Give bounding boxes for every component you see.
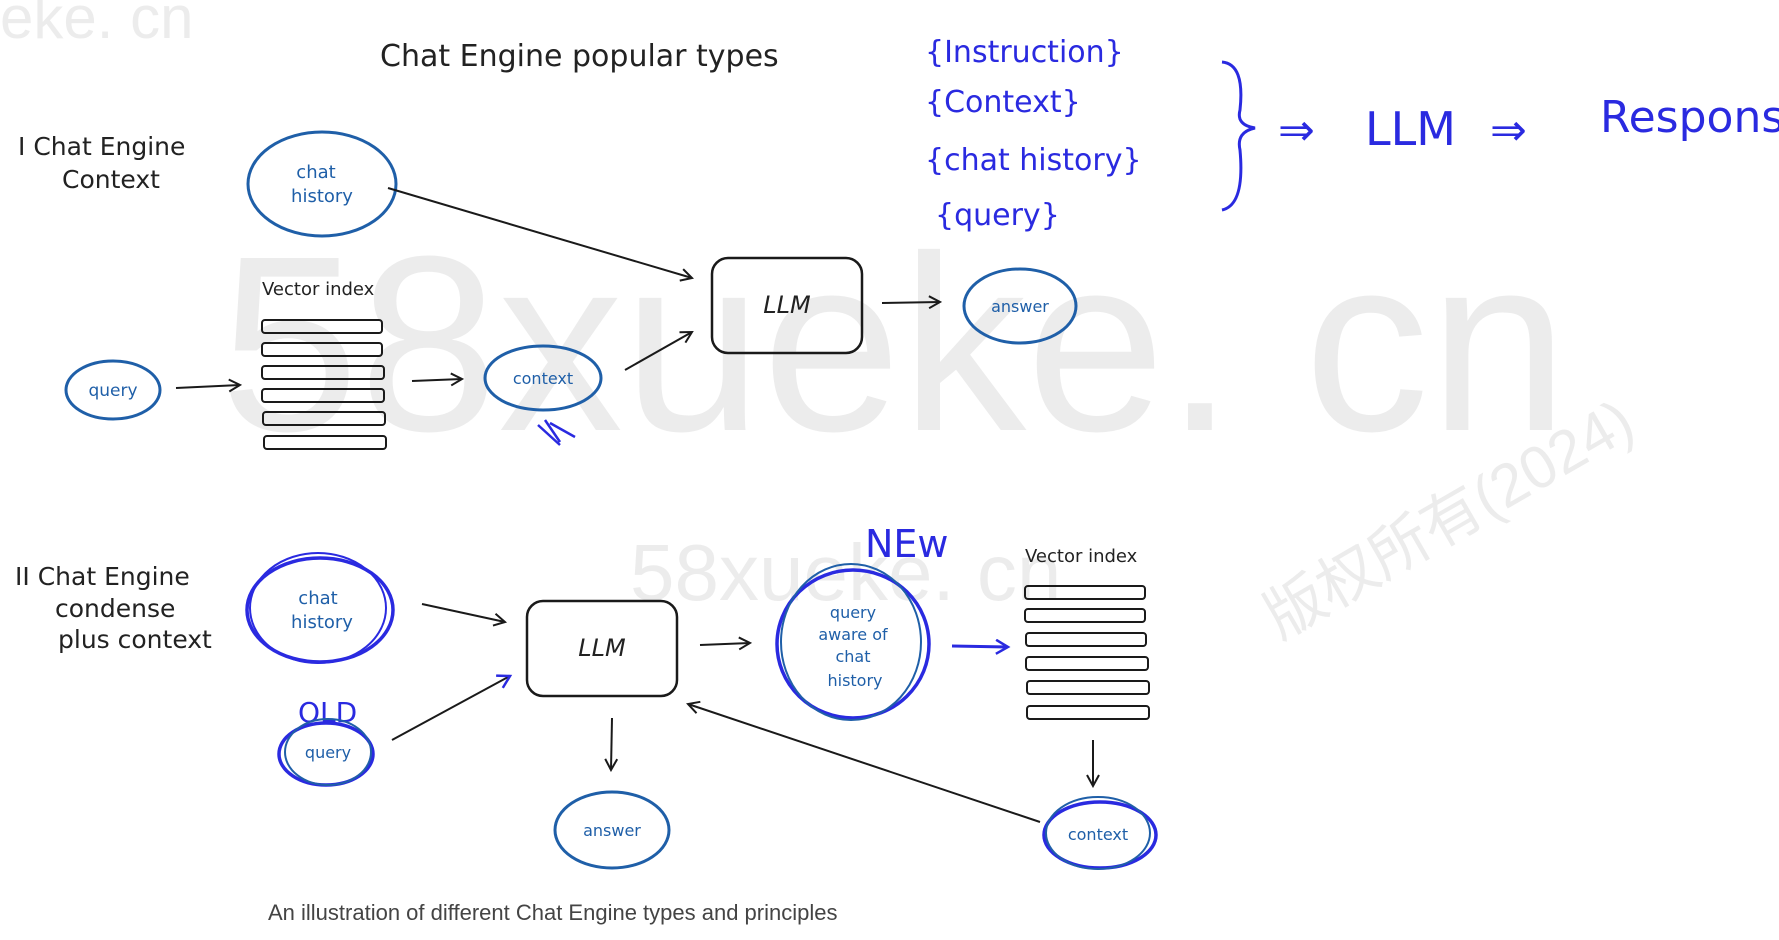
query-label: query — [88, 381, 137, 401]
formula-arrow-1: ⇒ — [1278, 105, 1315, 156]
formula-item-instruction: {Instruction} — [925, 35, 1124, 70]
formula-brace — [1221, 60, 1256, 212]
arrow-queryaware-to-index — [951, 646, 1008, 647]
query-aware-label-4: history — [827, 671, 882, 690]
section-1-label-line1: I Chat Engine — [18, 132, 185, 161]
section-2-label-line1: II Chat Engine — [15, 562, 190, 591]
arrow-llm-to-answer — [881, 302, 940, 303]
section-2: II Chat Engine condense plus context cha… — [15, 522, 1158, 870]
vector-index-label-2: Vector index — [1025, 546, 1138, 567]
chat-history-label-2: history — [291, 186, 353, 207]
query-aware-label-2: aware of — [818, 625, 888, 644]
chat-history-label-1: chat — [296, 162, 335, 183]
section-1: I Chat Engine Context chat history Vecto… — [18, 130, 1078, 450]
context-node — [483, 344, 603, 412]
answer-node — [962, 267, 1078, 345]
vector-index-stack-2 — [1024, 585, 1150, 720]
arrow-query2-to-llm — [391, 676, 510, 741]
arrow-index-to-context — [411, 379, 462, 381]
query-aware-label-1: query — [830, 603, 876, 622]
watermark-corner: eke. cn — [0, 0, 193, 51]
formula-item-context: {Context} — [925, 85, 1081, 120]
formula-block: {Instruction} {Context} {chat history} {… — [925, 35, 1779, 233]
context-2-label: context — [1068, 825, 1128, 844]
watermark-big: 58xueke. cn — [220, 204, 1568, 483]
arrow-history2-to-llm — [421, 603, 505, 622]
query-aware-node — [775, 568, 931, 720]
chat-history-2-label-2: history — [291, 612, 353, 633]
answer-label: answer — [991, 297, 1049, 316]
arrow-context-to-llm — [624, 332, 692, 371]
section-1-label-line2: Context — [62, 165, 160, 194]
query-2-label: query — [305, 743, 351, 762]
llm-box — [710, 256, 864, 355]
llm-2-label: LLM — [578, 634, 626, 662]
answer-node-2 — [553, 790, 671, 870]
vector-index-stack — [261, 319, 387, 450]
watermark-small: 58xueke. cn — [630, 528, 1061, 617]
new-tag: NEw — [865, 522, 949, 566]
formula-item-query: {query} — [935, 198, 1060, 233]
arrow-history-to-llm — [387, 187, 692, 278]
chat-history-node — [246, 130, 398, 238]
arrow-context2-to-llm — [688, 704, 1041, 823]
vector-index-label: Vector index — [262, 279, 375, 300]
context-label: context — [513, 369, 573, 388]
formula-llm: LLM — [1365, 102, 1456, 156]
arrow-query-to-index — [175, 385, 240, 388]
query-node — [64, 359, 162, 421]
context-scribble — [537, 419, 576, 446]
answer-2-label: answer — [583, 821, 641, 840]
formula-arrow-2: ⇒ — [1490, 105, 1527, 156]
section-2-label-line2: condense — [55, 594, 175, 623]
formula-item-chat-history: {chat history} — [925, 143, 1142, 178]
arrow-llm2-to-answer — [611, 717, 612, 770]
chat-history-2-label-1: chat — [298, 588, 337, 609]
arrow-llm2-to-queryaware — [699, 643, 750, 645]
formula-response: Response — [1600, 92, 1779, 143]
diagram-title: Chat Engine popular types — [380, 39, 779, 74]
llm-box-2 — [525, 599, 679, 698]
llm-label: LLM — [763, 291, 811, 319]
figure-caption: An illustration of different Chat Engine… — [268, 900, 838, 925]
section-2-label-line3: plus context — [58, 625, 212, 654]
query-aware-label-3: chat — [835, 647, 870, 666]
